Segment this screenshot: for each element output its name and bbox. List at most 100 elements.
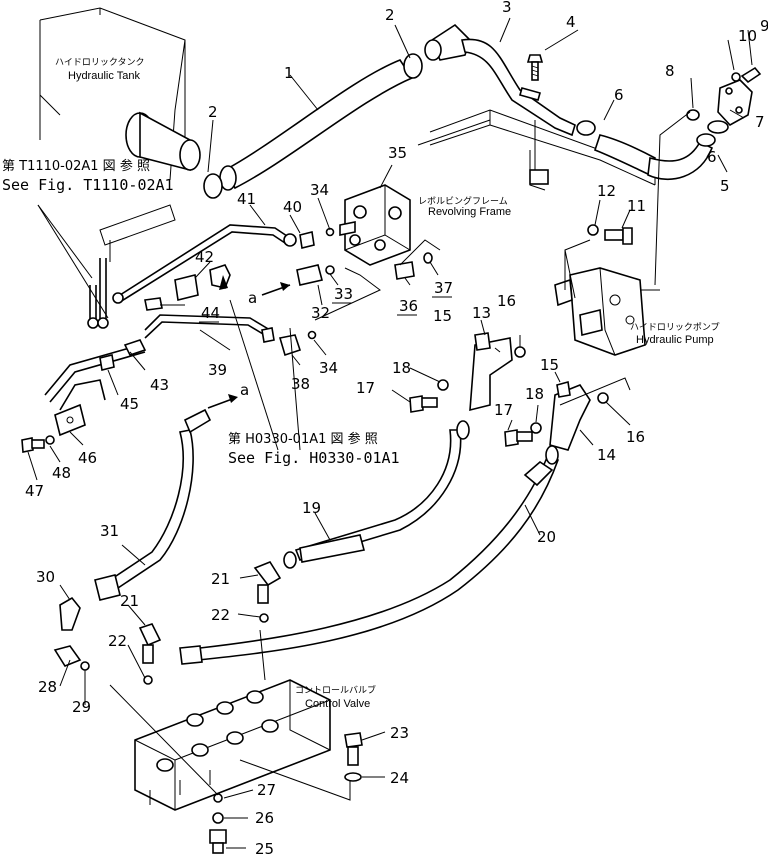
suction-pipe xyxy=(424,23,576,137)
hydraulic-tank-label-en: Hydraulic Tank xyxy=(68,70,140,82)
hydraulic-tank-label-jp: ハイドロリックタンク xyxy=(55,57,144,68)
plug-25 xyxy=(209,793,227,854)
callout-32: 32 xyxy=(311,304,330,322)
hydraulic-pump xyxy=(554,239,660,356)
callout-17: 17 xyxy=(356,379,375,397)
callout-3: 3 xyxy=(502,0,512,16)
hose-19 xyxy=(283,420,470,569)
elbow-21-lower xyxy=(138,623,162,685)
callout-35: 35 xyxy=(388,144,407,162)
callout-48: 48 xyxy=(52,464,71,482)
arrow-a-upper xyxy=(261,282,291,296)
callout-15: 15 xyxy=(540,356,559,374)
callout-36: 36 xyxy=(399,297,418,315)
callout-47: 47 xyxy=(25,482,44,500)
callout-26: 26 xyxy=(255,809,274,827)
callout-37: 37 xyxy=(434,279,453,297)
arrow-a-label-upper: a xyxy=(248,289,257,307)
callout-30: 30 xyxy=(36,568,55,586)
callout-1: 1 xyxy=(284,64,294,82)
callout-22: 22 xyxy=(108,632,127,650)
revolving-frame-label-en: Revolving Frame xyxy=(428,206,511,218)
ref-t1110-label-en: See Fig. T1110-02A1 xyxy=(2,176,174,194)
hose-31 xyxy=(94,408,212,601)
bracket-46 xyxy=(21,403,86,453)
suction-hose xyxy=(203,53,423,199)
callout-6: 6 xyxy=(614,86,624,104)
callout-16: 16 xyxy=(497,292,516,310)
callout-27: 27 xyxy=(257,781,276,799)
elbow-30 xyxy=(53,596,90,671)
callout-20: 20 xyxy=(537,528,556,546)
arrow-a-label-lower: a xyxy=(240,381,249,399)
callout-9: 9 xyxy=(760,17,768,35)
callout-18: 18 xyxy=(525,385,544,403)
control-valve-label-en: Control Valve xyxy=(305,698,370,710)
flange-14 xyxy=(504,380,609,451)
callout-14: 14 xyxy=(597,446,616,464)
ref-arrow-h0330 xyxy=(219,275,228,290)
callout-18: 18 xyxy=(392,359,411,377)
callout-16: 16 xyxy=(626,428,645,446)
callout-42: 42 xyxy=(195,248,214,266)
flange-13 xyxy=(409,332,526,413)
callout-24: 24 xyxy=(390,769,409,787)
callout-2: 2 xyxy=(208,103,218,121)
callout-underlines xyxy=(199,296,452,323)
callout-41: 41 xyxy=(237,190,256,208)
callout-11: 11 xyxy=(627,197,646,215)
callout-15: 15 xyxy=(433,307,452,325)
callout-40: 40 xyxy=(283,198,302,216)
bolt-23 xyxy=(344,732,363,782)
bolt-11 xyxy=(587,224,633,245)
line-41 xyxy=(112,224,315,304)
elbow-42 xyxy=(144,264,231,311)
ref-h0330-label-en: See Fig. H0330-01A1 xyxy=(228,449,400,467)
callout-34: 34 xyxy=(310,181,329,199)
callout-25: 25 xyxy=(255,840,274,858)
callout-4: 4 xyxy=(566,13,576,31)
valve-block-35 xyxy=(339,184,411,266)
hose-20 xyxy=(179,445,559,665)
callout-22: 22 xyxy=(211,606,230,624)
callout-numbers: 1 2 2 3 4 5 6 6 7 8 9 10 11 12 13 14 15 … xyxy=(25,0,768,858)
revolving-frame-label-jp: レボルビングフレーム xyxy=(418,195,508,207)
callout-28: 28 xyxy=(38,678,57,696)
callout-34: 34 xyxy=(319,359,338,377)
callout-44: 44 xyxy=(201,304,220,322)
pump-suction-hose xyxy=(576,66,762,181)
callout-31: 31 xyxy=(100,522,119,540)
fittings-center xyxy=(261,227,433,357)
text-labels: ハイドロリックタンク Hydraulic Tank 第 T1110-02A1 図… xyxy=(2,57,720,710)
line-39 xyxy=(44,258,271,411)
callout-43: 43 xyxy=(150,376,169,394)
callout-13: 13 xyxy=(472,304,491,322)
callout-6: 6 xyxy=(707,148,717,166)
callout-33: 33 xyxy=(334,285,353,303)
callout-8: 8 xyxy=(665,62,675,80)
callout-2: 2 xyxy=(385,6,395,24)
arrow-a-lower xyxy=(207,394,238,409)
callout-5: 5 xyxy=(720,177,730,195)
hydraulic-pump-label-jp: ハイドロリックポンプ xyxy=(630,322,720,333)
hydraulic-pump-label-en: Hydraulic Pump xyxy=(636,334,714,346)
control-valve xyxy=(134,679,331,811)
callout-39: 39 xyxy=(208,361,227,379)
callout-19: 19 xyxy=(302,499,321,517)
callout-17: 17 xyxy=(494,401,513,419)
callout-21: 21 xyxy=(211,570,230,588)
callout-38: 38 xyxy=(291,375,310,393)
callout-29: 29 xyxy=(72,698,91,716)
elbow-21-upper xyxy=(253,561,282,623)
ref-t1110-label-jp: 第 T1110-02A1 図 参 照 xyxy=(2,158,150,174)
control-valve-label-jp: コントロールバルブ xyxy=(295,684,376,696)
callout-10: 10 xyxy=(738,27,757,45)
bolt-4 xyxy=(526,54,544,81)
callout-7: 7 xyxy=(755,113,765,131)
callout-21: 21 xyxy=(120,592,139,610)
callout-45: 45 xyxy=(120,395,139,413)
callout-23: 23 xyxy=(390,724,409,742)
leader-lines xyxy=(27,17,753,849)
